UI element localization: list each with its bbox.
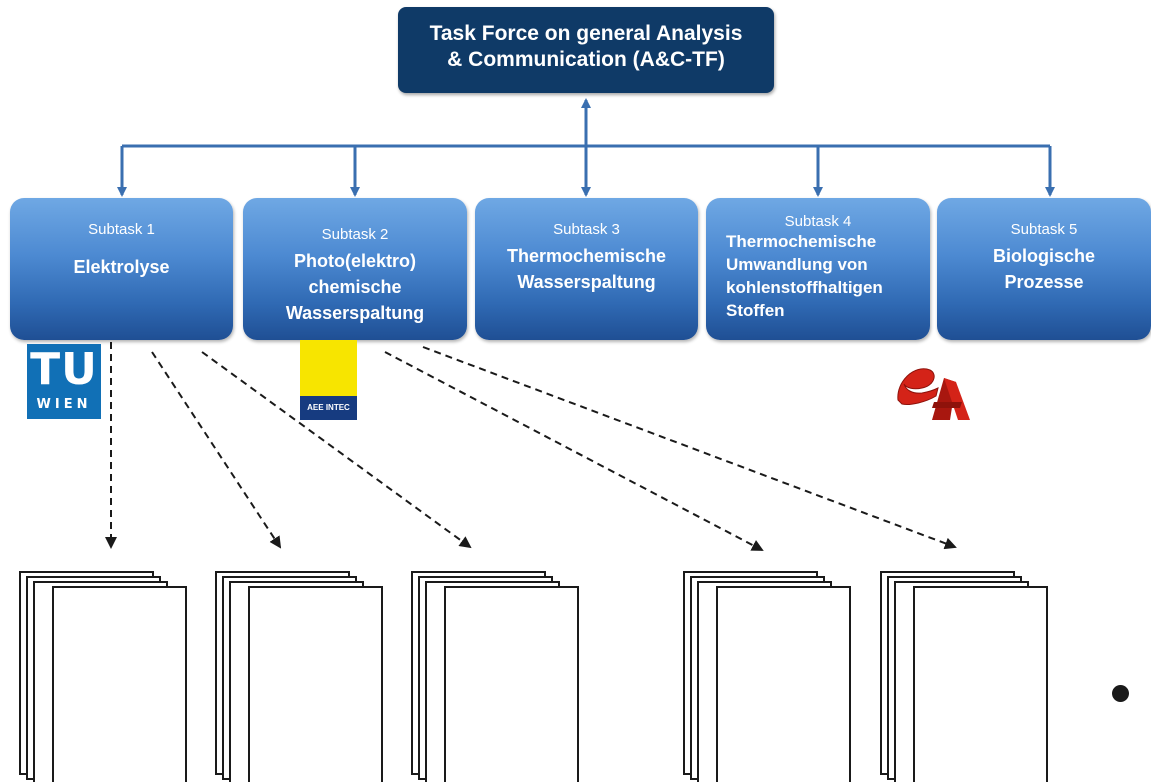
aee-intec-logo-text: AEE INTEC [307, 403, 350, 412]
aee-intec-logo-band: AEE INTEC [300, 396, 357, 420]
document-stack-5 [880, 571, 1048, 782]
subtask-5-title: Biologische Prozesse [992, 246, 1095, 292]
tu-wien-logo-letters: TU [30, 344, 98, 395]
aee-intec-logo: AEE INTEC [300, 340, 357, 420]
document-stack-4 [683, 571, 851, 782]
subtask-2-label: Subtask 2 [321, 226, 389, 243]
document-stack-3 [411, 571, 579, 782]
subtask-3-title: Thermochemische Wasserspaltung [506, 246, 667, 292]
subtask-2-box: Subtask 2 Photo(elektro) chemische Wasse… [243, 198, 467, 340]
subtask-1-label: Subtask 1 [88, 221, 155, 238]
subtask-2-title: Photo(elektro) chemische Wasserspaltung [285, 251, 425, 323]
header-line-2: & Communication (A&C-TF) [447, 48, 725, 71]
dashed-arrow-5 [422, 346, 957, 550]
red-e-logo-icon [897, 368, 970, 420]
subtask-5-label: Subtask 5 [1010, 221, 1078, 238]
dashed-arrow-3 [201, 351, 472, 549]
document-stacks [19, 571, 1048, 782]
document-stack-1 [19, 571, 187, 782]
subtask-4-title: Thermochemische Umwandlung von kohlensto… [726, 232, 883, 320]
subtask-4-label: Subtask 4 [784, 213, 852, 230]
subtask-5-box: Subtask 5 Biologische Prozesse [937, 198, 1151, 340]
subtask-3-label: Subtask 3 [553, 221, 620, 238]
hierarchy-connectors [117, 98, 1055, 197]
tu-wien-logo: TU WIEN [27, 344, 101, 419]
bullet-dot [1112, 685, 1129, 702]
dashed-arrow-4 [384, 351, 764, 551]
subtask-4-box: Subtask 4 Thermochemische Umwandlung von… [706, 198, 930, 340]
tu-wien-logo-sub: WIEN [36, 397, 92, 412]
document-stack-2 [215, 571, 383, 782]
dashed-arrow-2 [151, 351, 282, 549]
subtask-1-title: Elektrolyse [73, 257, 170, 277]
header-line-1: Task Force on general Analysis [429, 22, 743, 45]
task-force-header-box: Task Force on general Analysis & Communi… [398, 7, 774, 93]
subtask-3-box: Subtask 3 Thermochemische Wasserspaltung [475, 198, 698, 340]
subtask-1-box: Subtask 1 Elektrolyse [10, 198, 233, 340]
dashed-arrows [105, 342, 957, 551]
